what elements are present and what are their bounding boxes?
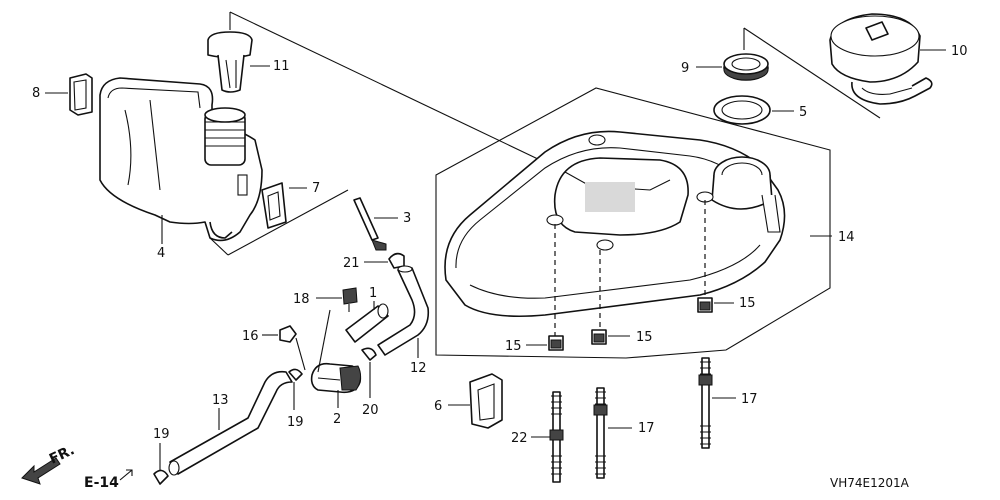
tank-cover-part-14 [444, 130, 786, 318]
callout-15b: 15 [636, 330, 653, 345]
fuel-tank-part [99, 77, 263, 242]
strainer-part-11 [207, 31, 253, 93]
callout-18: 18 [293, 292, 310, 307]
leader-16b [295, 337, 306, 371]
callout-3: 3 [403, 211, 411, 226]
gasket-part-7 [261, 182, 287, 229]
bracket-line-b [209, 237, 229, 256]
tube-part-1 [345, 303, 389, 343]
fuel-valve-part-2 [310, 362, 362, 394]
fuel-tube-part-12 [377, 265, 430, 356]
callout-13: 13 [212, 393, 229, 408]
fuel-cap-part-10 [829, 13, 933, 105]
seal-part-5 [713, 95, 771, 125]
section-ref-label: E-14 [84, 475, 119, 491]
stud-bolt-part-17a [593, 387, 608, 479]
callout-4: 4 [157, 246, 165, 261]
fuel-tube-part-13 [168, 370, 293, 476]
grommet-part-15c [697, 297, 713, 313]
callout-17b: 17 [741, 392, 758, 407]
callout-22: 22 [511, 431, 528, 446]
bracket-line-c [229, 11, 541, 161]
clip-part-21 [388, 252, 405, 269]
callout-12: 12 [410, 361, 427, 376]
callout-1: 1 [369, 286, 377, 301]
grommet-part-15b [591, 329, 607, 345]
callout-20: 20 [362, 403, 379, 418]
bolt-part-3 [353, 197, 387, 251]
clip-part-20 [361, 347, 377, 361]
bracket-line-a [227, 189, 349, 256]
callout-5: 5 [799, 105, 807, 120]
diagram-code: VH74E1201A [830, 476, 910, 490]
filler-ring-part-9 [723, 53, 769, 81]
callout-6: 6 [434, 399, 442, 414]
leader-18b [317, 309, 331, 373]
clip-part-6 [469, 373, 503, 429]
callout-15a: 15 [505, 339, 522, 354]
nut-part-16 [279, 325, 297, 343]
callout-7: 7 [312, 181, 320, 196]
callout-19-upper: 19 [287, 415, 304, 430]
callout-10: 10 [951, 44, 968, 59]
clip-part-19-lower [153, 469, 169, 485]
callout-17a: 17 [638, 421, 655, 436]
screw-part-18 [342, 287, 358, 312]
front-direction-arrow [21, 457, 61, 485]
cover-bracket-outline [435, 87, 831, 359]
callout-19-lower: 19 [153, 427, 170, 442]
callout-16: 16 [242, 329, 259, 344]
grommet-part-15a [548, 335, 564, 351]
callout-15c: 15 [739, 296, 756, 311]
front-indicator-label: FR. [47, 442, 77, 467]
stud-bolt-part-17b [698, 357, 713, 449]
clip-part-19-upper [288, 368, 303, 381]
section-ref-arrow [119, 469, 133, 481]
callout-8: 8 [32, 86, 40, 101]
bracket-line-e [743, 27, 881, 119]
callout-2: 2 [333, 412, 341, 427]
callout-14: 14 [838, 230, 855, 245]
clip-part-8 [69, 73, 93, 116]
callout-21: 21 [343, 256, 360, 271]
callout-11: 11 [273, 59, 290, 74]
stud-bolt-part-22 [549, 391, 564, 483]
callout-9: 9 [681, 61, 689, 76]
